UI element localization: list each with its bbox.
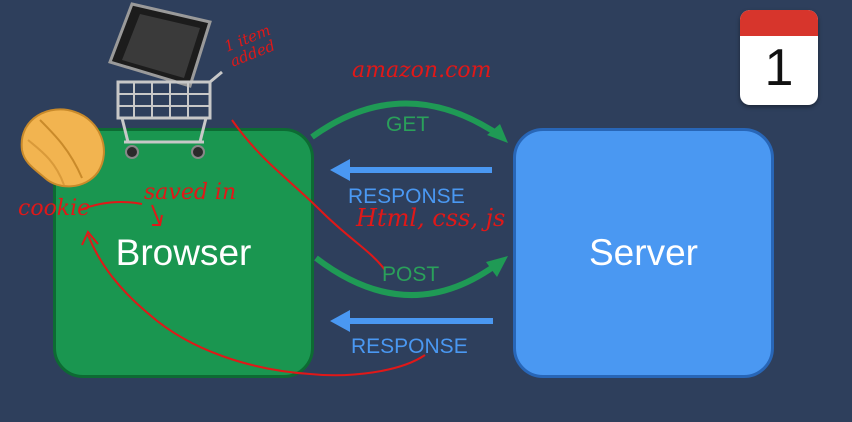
response-arrowhead-1 <box>330 159 350 181</box>
calendar-day: 1 <box>764 39 794 97</box>
post-label: POST <box>382 263 440 286</box>
handwritten-strokes <box>79 119 426 377</box>
post-arrowhead <box>486 256 508 277</box>
get-label: GET <box>386 113 430 136</box>
server-node: Server <box>513 128 774 378</box>
get-arrow <box>310 100 504 140</box>
fortune-cookie-icon <box>20 108 105 188</box>
response-to-cookie-stroke <box>87 234 426 377</box>
response-label-1: RESPONSE <box>348 185 465 208</box>
shopping-cart-icon <box>108 2 223 159</box>
response-arrowhead-2 <box>330 310 350 332</box>
arrow-saved-in <box>151 204 163 226</box>
handwritten-cookie: cookie <box>18 196 91 221</box>
server-label: Server <box>589 232 698 273</box>
response-label-2: RESPONSE <box>351 335 468 358</box>
handwritten-url: amazon.com <box>352 58 492 83</box>
underline-cookie-saved <box>79 201 143 211</box>
cookie-arrowhead <box>81 230 99 246</box>
handwritten-html-css-js: Html, css, js <box>356 204 506 232</box>
get-arrowhead <box>487 124 508 143</box>
calendar-icon: 1 <box>740 10 818 105</box>
handwritten-saved-in: saved in <box>144 180 237 205</box>
browser-label: Browser <box>115 232 252 273</box>
calendar-header <box>740 10 818 36</box>
item-to-html-stroke <box>231 119 386 271</box>
post-arrow <box>314 255 502 298</box>
